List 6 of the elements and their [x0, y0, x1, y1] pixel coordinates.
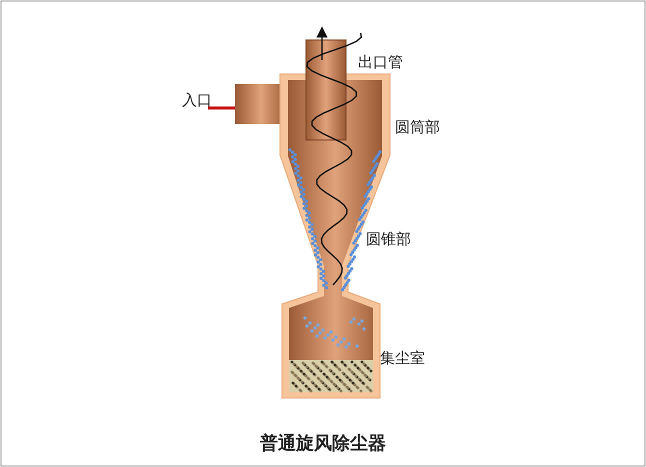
- part-label: 出口管: [358, 53, 403, 71]
- part-label: 集尘室: [380, 349, 425, 367]
- part-label: 圆筒部: [395, 118, 440, 136]
- part-label: 圆锥部: [366, 230, 411, 248]
- diagram-title: 普通旋风除尘器: [260, 433, 386, 455]
- part-label: 入口: [182, 91, 212, 109]
